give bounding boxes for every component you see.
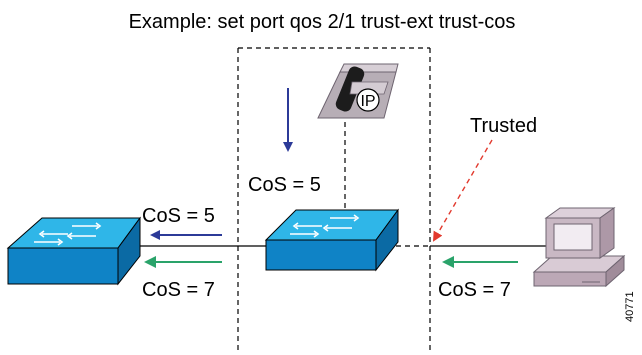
ip-phone-icon: IP [317,63,399,119]
phone-cos-label: CoS = 5 [248,174,321,196]
ip-badge: IP [360,93,375,110]
diagram-title: Example: set port qos 2/1 trust-ext trus… [129,11,516,33]
trusted-arrow [432,139,493,242]
trust-boundary [237,47,431,350]
figure-id: 40771 [624,291,636,322]
left-upper-cos-label: CoS = 5 [142,205,215,227]
pc-icon [532,207,626,288]
links [118,122,552,247]
switch-icon [6,216,141,286]
left-lower-cos-label: CoS = 7 [142,279,215,301]
trusted-label: Trusted [470,115,537,137]
pc-cos-label: CoS = 7 [438,279,511,301]
switch-icon [264,208,399,272]
